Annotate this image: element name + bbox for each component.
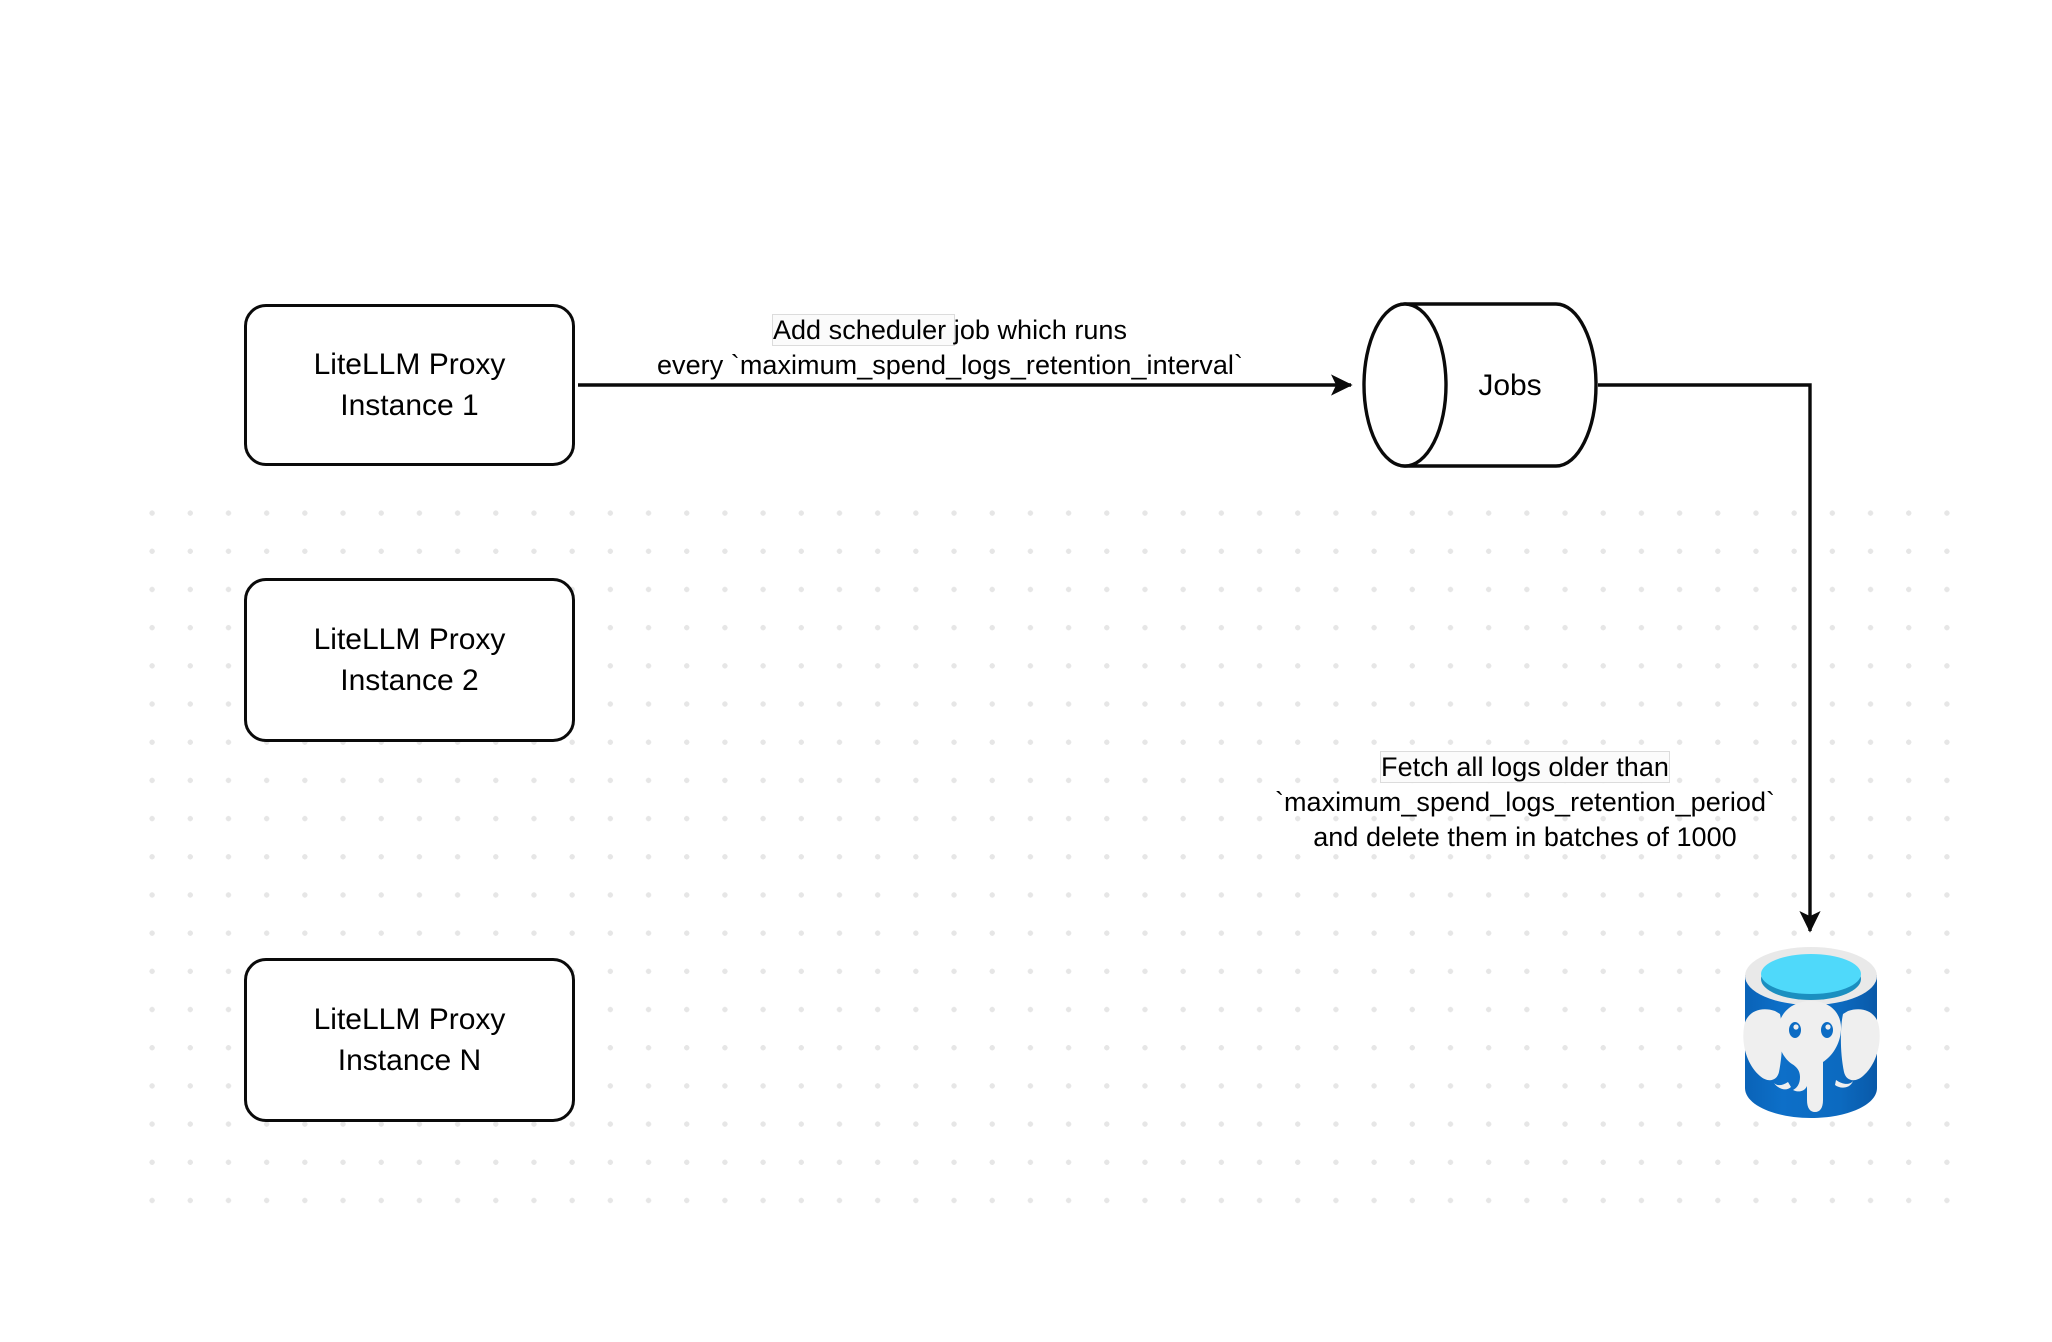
node-litellm-proxy-instance-2[interactable]: LiteLLM Proxy Instance 2 bbox=[244, 578, 575, 742]
node-label-proxy-1: LiteLLM Proxy Instance 1 bbox=[313, 348, 506, 422]
node-jobs-cylinder[interactable]: Jobs bbox=[1362, 302, 1598, 470]
node-litellm-proxy-instance-n[interactable]: LiteLLM Proxy Instance N bbox=[244, 958, 575, 1122]
postgres-database-icon bbox=[1743, 947, 1880, 1118]
cleanup-label-line-3: and delete them in batches of 1000 bbox=[1313, 822, 1737, 852]
node-label-jobs: Jobs bbox=[1478, 369, 1542, 402]
edge-label-line-2: every `maximum_spend_logs_retention_inte… bbox=[656, 350, 1244, 380]
edge-label-line-1-highlight: Add scheduler bbox=[772, 315, 954, 345]
node-label-proxy-2: LiteLLM Proxy Instance 2 bbox=[313, 623, 506, 697]
node-label-proxy-n: LiteLLM Proxy Instance N bbox=[313, 1003, 506, 1077]
cleanup-label-line-1: Fetch all logs older than bbox=[1245, 750, 1805, 785]
edge-label-fetch-and-delete-logs: Fetch all logs older than `maximum_spend… bbox=[1245, 750, 1805, 855]
jobs-cylinder-shape bbox=[1362, 302, 1598, 468]
node-litellm-proxy-instance-1[interactable]: LiteLLM Proxy Instance 1 bbox=[244, 304, 575, 466]
cleanup-label-line-2: `maximum_spend_logs_retention_period` bbox=[1274, 787, 1776, 817]
edge-jobs-to-postgres bbox=[1598, 383, 1821, 933]
edge-label-line-1-rest: job which runs bbox=[953, 315, 1128, 345]
edge-label-line-1: Add scheduler job which runs bbox=[600, 313, 1300, 348]
cleanup-label-line-1-highlight: Fetch all logs older than bbox=[1381, 752, 1669, 782]
edge-label-add-scheduler-job: Add scheduler job which runs every `maxi… bbox=[600, 313, 1300, 383]
